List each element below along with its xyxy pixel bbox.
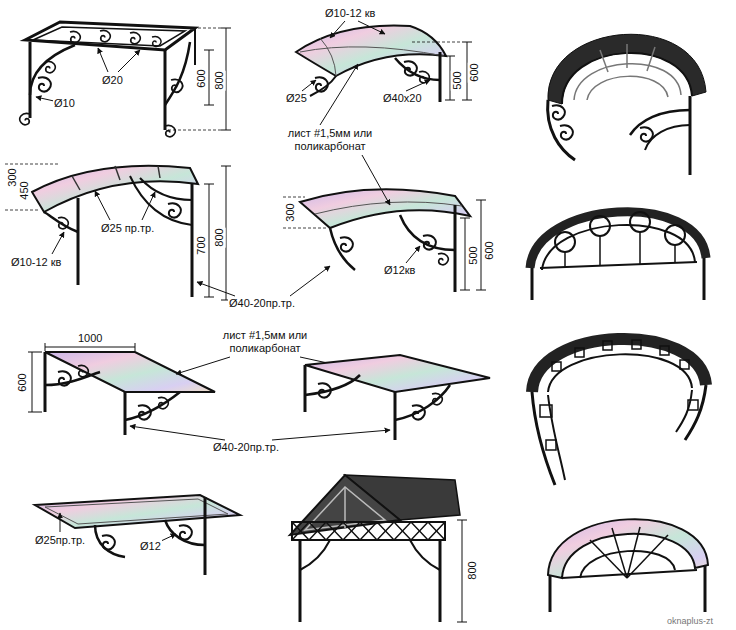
- dimension-label: 600: [195, 68, 208, 88]
- diameter-label: Ø20: [101, 74, 124, 87]
- canopy-figure-9: [532, 339, 706, 485]
- canopy-figure-10: [35, 495, 240, 575]
- canopy-figure-8: [305, 355, 490, 440]
- dimension-label: 700: [195, 235, 208, 255]
- canopy-figure-4: [5, 164, 231, 300]
- diameter-label: Ø25: [285, 92, 308, 105]
- dimension-label: 800: [213, 227, 226, 247]
- canopy-figure-12: [548, 519, 708, 612]
- dimension-label: 600: [16, 372, 29, 392]
- diameter-label: Ø10-12 кв: [324, 7, 376, 20]
- diameter-label: Ø12кв: [383, 264, 416, 277]
- canopy-figure-11: [290, 475, 467, 622]
- canopy-figure-7: [28, 343, 390, 440]
- dimension-label: 300: [284, 202, 297, 222]
- dimension-label: 800: [466, 560, 479, 580]
- diameter-label: Ø10: [53, 97, 76, 110]
- diameter-label: Ø10-12 кв: [10, 256, 62, 269]
- canopy-figure-3: [548, 34, 706, 175]
- diameter-label: Ø25 пр.тр.: [100, 222, 155, 235]
- material-note: лист #1,5мм или поликарбонат: [204, 329, 326, 355]
- diameter-label: Ø40-20пр.тр.: [228, 297, 296, 310]
- dimension-label: 600: [468, 62, 481, 82]
- canopy-figure-1: [20, 22, 231, 137]
- dimension-label: 500: [467, 245, 480, 265]
- diameter-label: Ø25пр.тр.: [34, 534, 86, 547]
- canopy-figure-5: [197, 64, 486, 296]
- watermark: oknaplus-zt: [666, 615, 714, 628]
- diameter-label: Ø40x20: [382, 92, 423, 105]
- dimension-label: 1000: [77, 332, 103, 345]
- canopy-figure-2: [296, 21, 472, 102]
- canopy-figure-6: [530, 212, 706, 300]
- material-note: лист #1,5мм или поликарбонат: [269, 127, 391, 153]
- diameter-label: Ø40-20пр.тр.: [212, 441, 280, 454]
- diameter-label: Ø12: [139, 540, 162, 553]
- dimension-label: 500: [451, 70, 464, 90]
- dimension-label: 800: [213, 70, 226, 90]
- dimension-label: 450: [18, 180, 31, 200]
- dimension-label: 600: [483, 240, 496, 260]
